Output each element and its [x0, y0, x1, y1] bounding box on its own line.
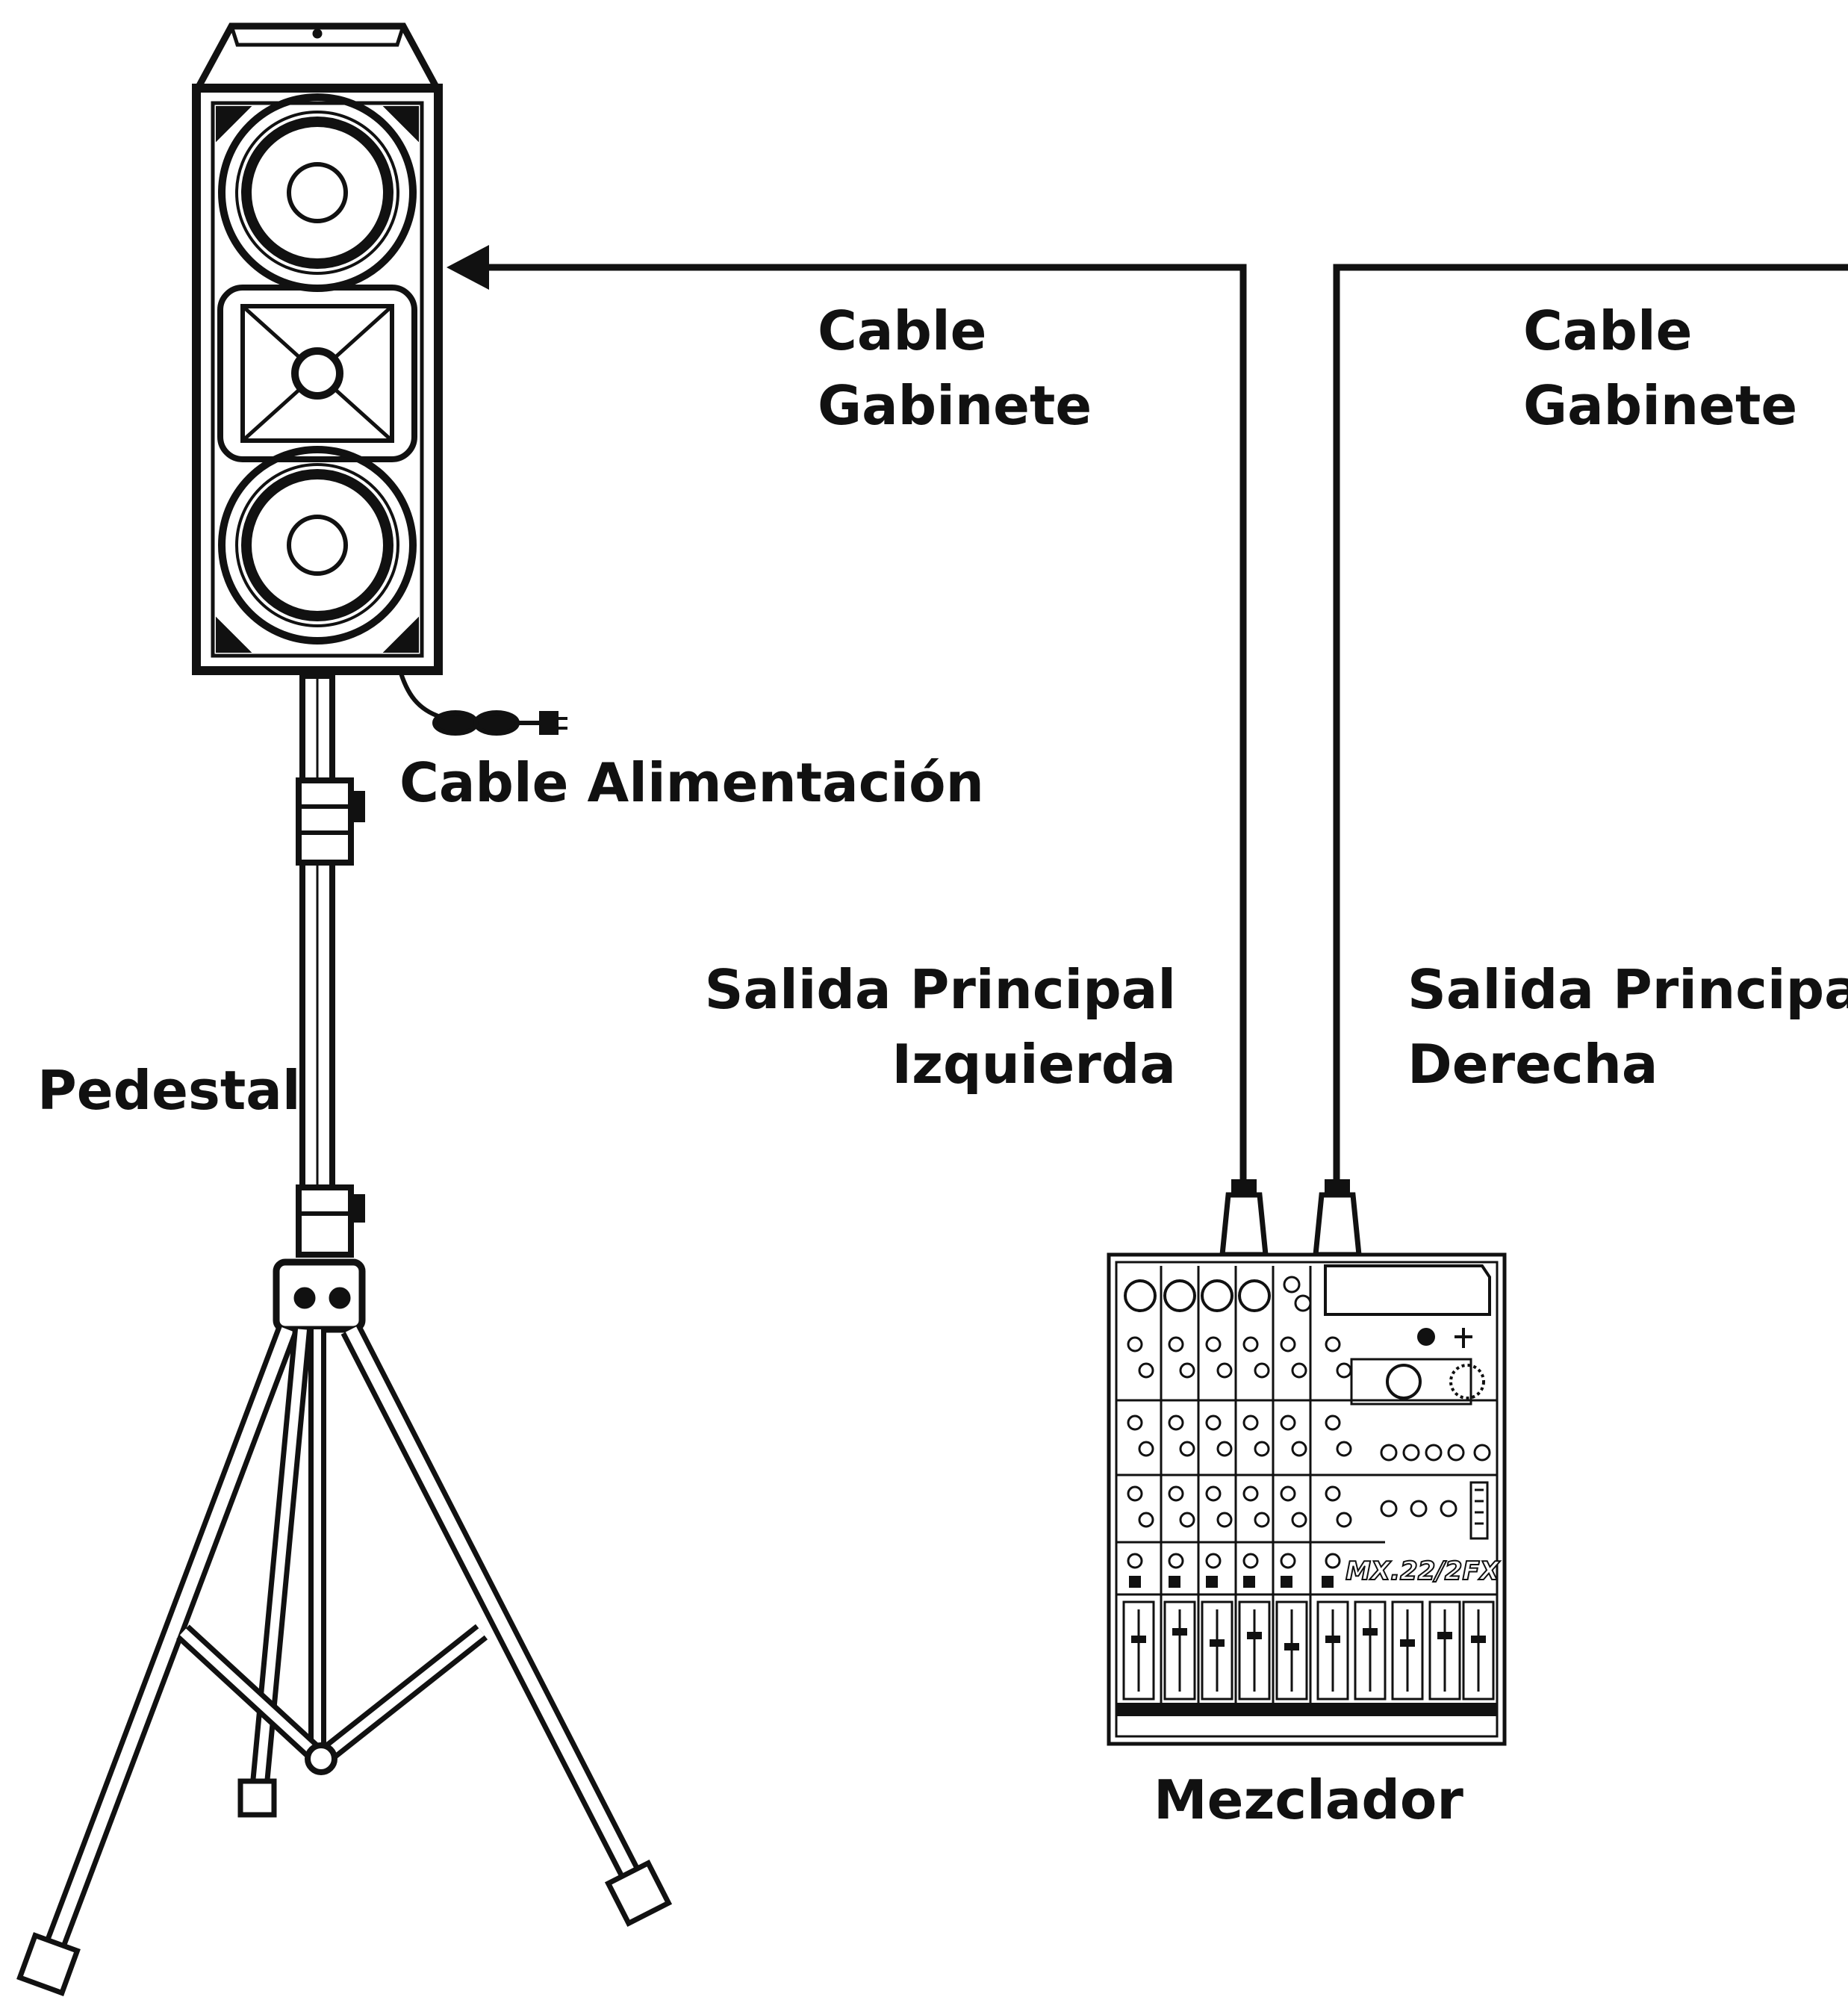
right-output-plug — [1313, 1179, 1362, 1258]
speaker-stand — [16, 673, 673, 1996]
speaker-cabinet — [192, 22, 443, 675]
power-cable-label: Cable Alimentación — [399, 751, 984, 814]
right-output-label-line2: Derecha — [1407, 1033, 1658, 1096]
mixer: MX.22/2FX — [1107, 1179, 1507, 1746]
right-speaker-cable — [1333, 264, 1848, 1184]
power-cable — [397, 668, 567, 736]
left-output-plug — [1219, 1179, 1269, 1258]
left-output-label-line2: Izquierda — [892, 1033, 1176, 1096]
left-cable-label-line1: Cable — [818, 299, 987, 362]
right-cable-label-line1: Cable — [1523, 299, 1693, 362]
left-cable-label-line2: Gabinete — [818, 374, 1092, 437]
right-cable-label-line2: Gabinete — [1523, 374, 1798, 437]
stand-label: Pedestal — [37, 1059, 301, 1122]
left-output-label-line1: Salida Principal — [704, 958, 1176, 1021]
mixer-model-text: MX.22/2FX — [1345, 1556, 1501, 1586]
left-speaker-cable — [478, 264, 1247, 1184]
arrow-head-icon — [447, 245, 489, 290]
mixer-label: Mezclador — [1154, 1768, 1463, 1831]
right-output-label-line1: Salida Principal — [1407, 958, 1848, 1021]
